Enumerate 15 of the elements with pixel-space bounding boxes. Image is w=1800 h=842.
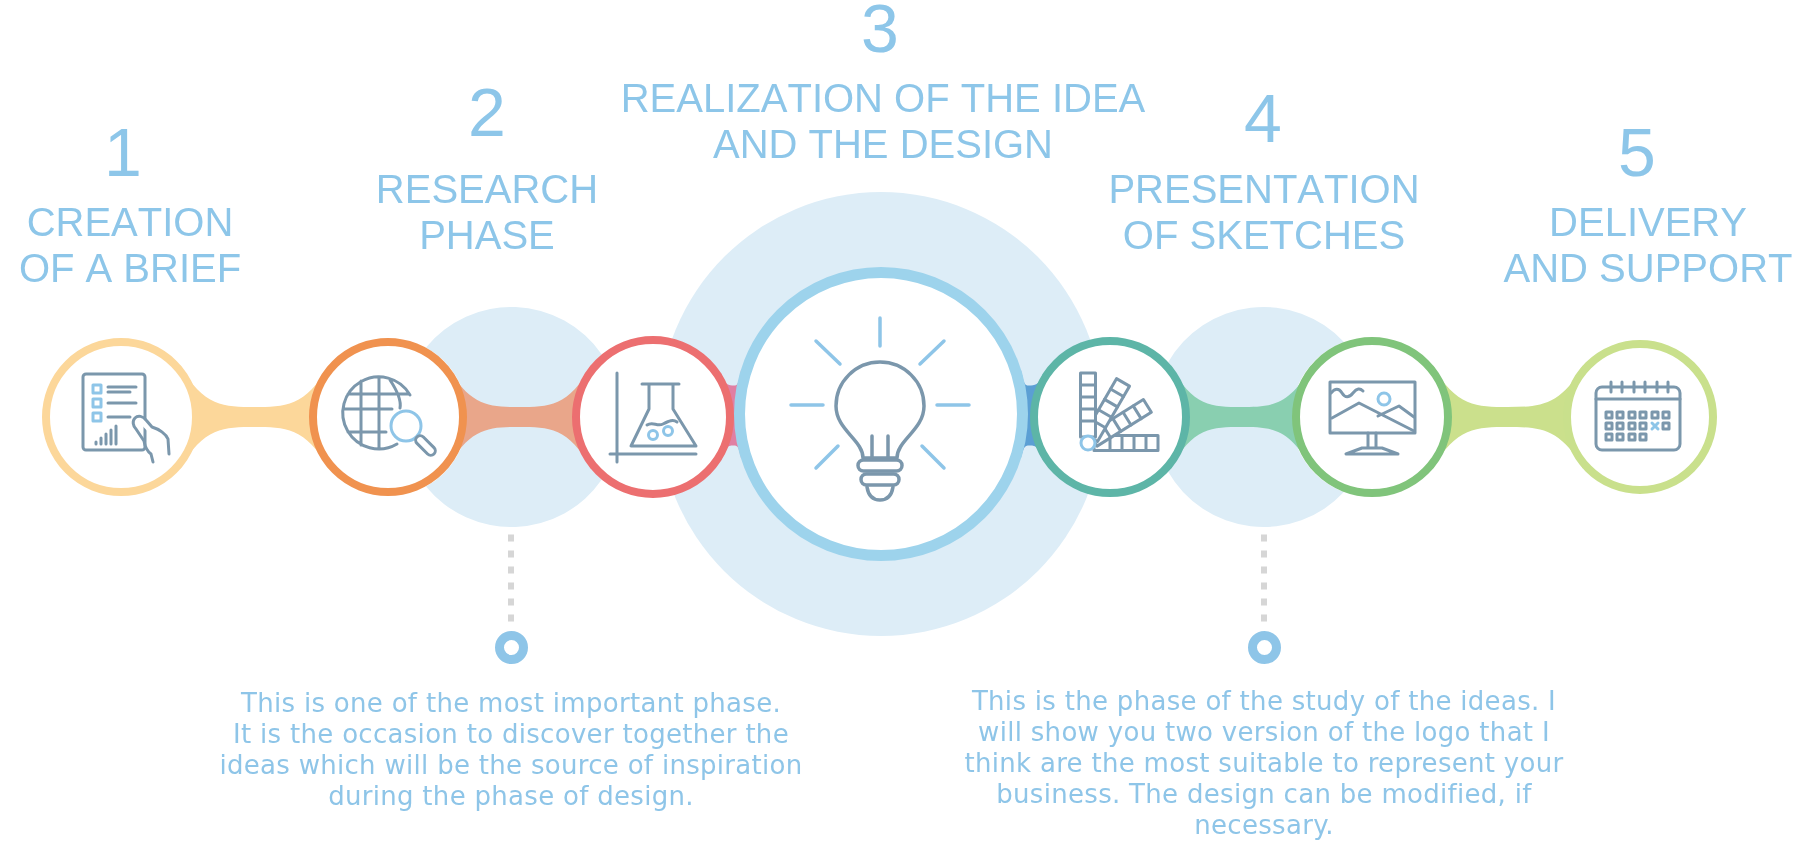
step-title: PRESENTATION OF SKETCHES bbox=[1107, 166, 1421, 258]
description-text: This is one of the most important phase. bbox=[240, 687, 782, 719]
description-text: It is the occasion to discover together the ideas which will be the source of inspiration during the phase of design. bbox=[218, 718, 804, 812]
step-number: 5 bbox=[1618, 125, 1656, 179]
step-title: RESEARCH PHASE bbox=[374, 166, 600, 258]
description-text: This is the phase of the study of the ideas. I will show you two version of the logo that I think are the most suitable to represent your business. The design can be modified, if necessary. bbox=[963, 686, 1565, 841]
step-number: 1 bbox=[104, 125, 142, 179]
step-number: 3 bbox=[861, 1, 899, 55]
step-title: REALIZATION OF THE IDEA AND THE DESIGN bbox=[619, 75, 1147, 167]
step-title: CREATION OF A BRIEF bbox=[17, 199, 243, 291]
ring-icon bbox=[1247, 630, 1281, 664]
step-title: DELIVERY AND SUPPORT bbox=[1502, 199, 1794, 291]
ring-icon bbox=[494, 630, 528, 664]
step-number: 2 bbox=[468, 85, 506, 139]
step-number: 4 bbox=[1244, 91, 1282, 145]
